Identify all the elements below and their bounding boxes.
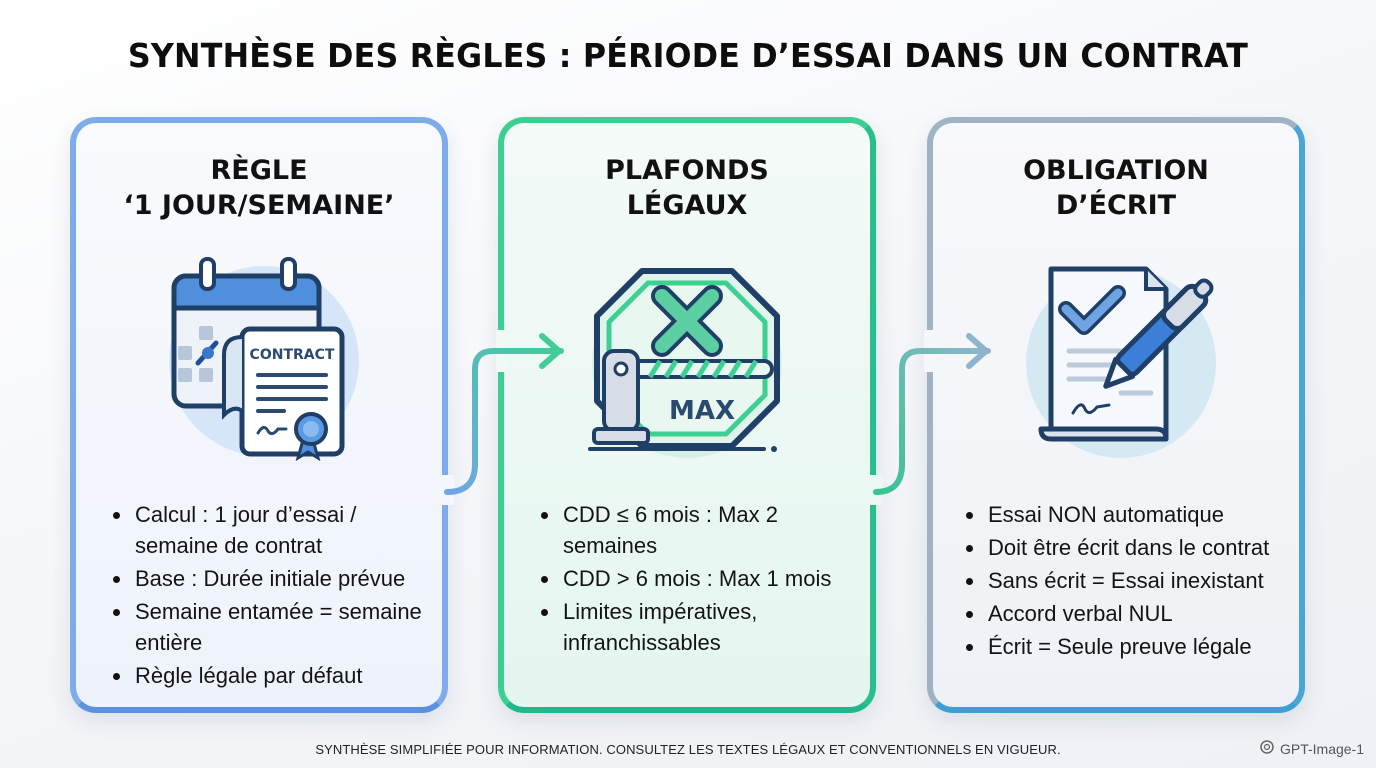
bullet-item: Doit être écrit dans le contrat [963, 532, 1283, 563]
bullet-item: Écrit = Seule preuve légale [963, 631, 1283, 662]
svg-text:CONTRACT: CONTRACT [250, 347, 335, 363]
bullet-item: Calcul : 1 jour d’essai / semaine de con… [110, 499, 426, 561]
card-heading-line2: ‘1 JOUR/SEMAINE’ [123, 190, 395, 221]
openai-logo-icon [1259, 739, 1275, 758]
card-heading-line1: OBLIGATION [1023, 155, 1209, 186]
card-heading-line1: PLAFONDS [605, 155, 769, 186]
bullet-item: Accord verbal NUL [963, 598, 1283, 629]
max-barrier-icon: MAX [582, 251, 792, 461]
bullet-item: CDD > 6 mois : Max 1 mois [538, 563, 854, 594]
bullet-list: Essai NON automatique Doit être écrit da… [963, 499, 1283, 664]
watermark: GPT-Image-1 [1259, 739, 1364, 758]
card-heading-line2: LÉGAUX [626, 190, 748, 221]
calendar-contract-icon: CONTRACT [154, 251, 364, 462]
card-heading-line2: D’ÉCRIT [1055, 190, 1177, 221]
card-heading: RÈGLE ‘1 JOUR/SEMAINE’ [76, 153, 442, 223]
bullet-item: Règle légale par défaut [110, 660, 426, 691]
card-heading: OBLIGATION D’ÉCRIT [933, 153, 1299, 223]
bullet-item: CDD ≤ 6 mois : Max 2 semaines [538, 499, 854, 561]
card-written-obligation: OBLIGATION D’ÉCRIT Essai NON automatique [927, 117, 1305, 713]
watermark-label: GPT-Image-1 [1279, 740, 1364, 757]
arrow-connector-1-to-2 [440, 330, 564, 505]
bullet-list: CDD ≤ 6 mois : Max 2 semaines CDD > 6 mo… [538, 499, 854, 660]
card-heading: PLAFONDS LÉGAUX [504, 153, 870, 223]
bullet-item: Sans écrit = Essai inexistant [963, 565, 1283, 596]
bullet-list: Calcul : 1 jour d’essai / semaine de con… [110, 499, 426, 693]
card-legal-caps: PLAFONDS LÉGAUX MAX CDD ≤ 6 mois : Max 2… [498, 117, 876, 713]
card-rule-one-day-per-week: RÈGLE ‘1 JOUR/SEMAINE’ CONTRACT [70, 117, 448, 713]
bullet-item: Base : Durée initiale prévue [110, 563, 426, 594]
bullet-item: Limites impératives, infranchissables [538, 596, 854, 658]
card-heading-line1: RÈGLE [210, 155, 308, 186]
signed-document-pen-icon [1011, 251, 1221, 461]
svg-text:MAX: MAX [669, 396, 735, 426]
page-title: SYNTHÈSE DES RÈGLES : PÉRIODE D’ESSAI DA… [127, 36, 1249, 75]
arrow-connector-2-to-3 [869, 330, 991, 505]
disclaimer-footer: SYNTHÈSE SIMPLIFIÉE POUR INFORMATION. CO… [315, 742, 1061, 757]
bullet-item: Essai NON automatique [963, 499, 1283, 530]
bullet-item: Semaine entamée = semaine entière [110, 596, 426, 658]
